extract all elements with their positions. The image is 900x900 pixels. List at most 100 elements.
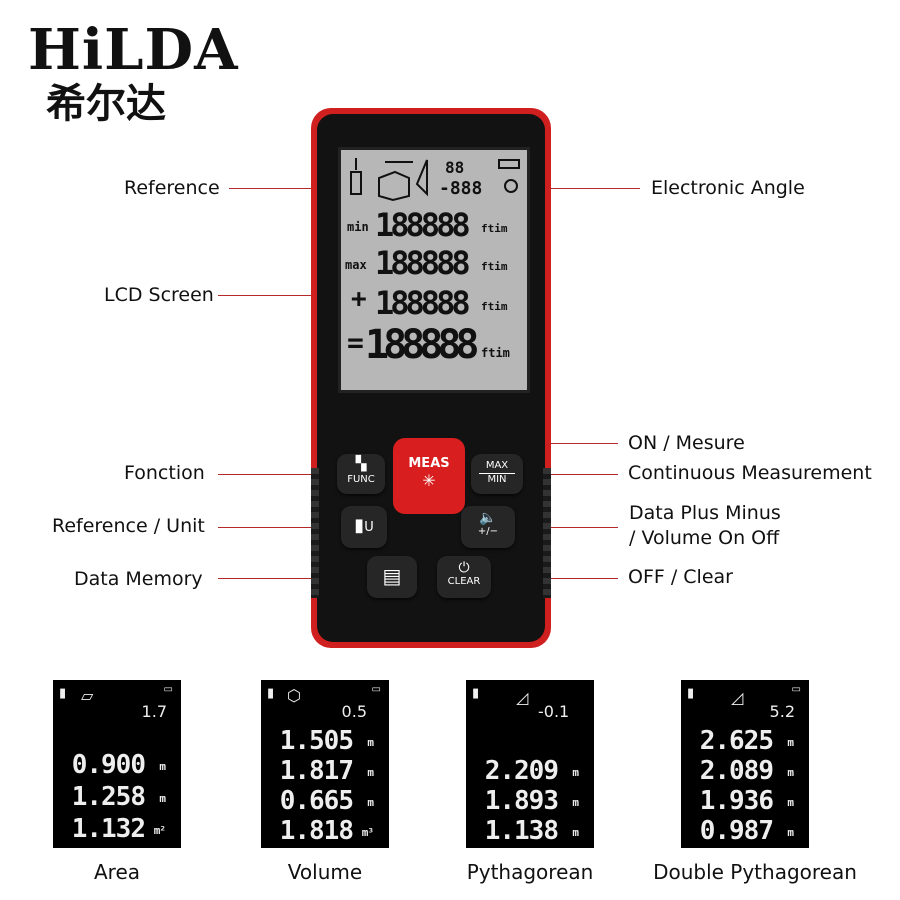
mode-value: 2.209 (484, 756, 559, 786)
lcd-row-label: = (347, 326, 364, 359)
lcd-row-unit: ftim (481, 346, 510, 360)
memory-icon: ▤ (382, 564, 402, 588)
lcd-small-digits: 88 (445, 158, 465, 177)
callout-off-clear: OFF / Clear (628, 566, 733, 588)
mode-value: 1.132 (71, 814, 146, 844)
mode-unit: m (787, 736, 794, 749)
mode-unit: m (787, 796, 794, 809)
battery-icon (498, 159, 520, 169)
bluetooth-icon (504, 179, 518, 193)
brand-name: HiLDA (28, 17, 239, 83)
brand-logo: HiLDA 希尔达 (28, 20, 239, 128)
leader-line (218, 527, 344, 528)
lcd-screen: 88 -888 min 188888 ftim max 188888 ftim … (338, 147, 530, 393)
meas-button[interactable]: MEAS ✳ (393, 438, 465, 514)
caption-area: Area (93, 860, 141, 884)
plus-minus-volume-button[interactable]: 🔈 +/− (461, 506, 515, 548)
caption-double-pythagorean: Double Pythagorean (653, 860, 857, 884)
battery-icon: ▭ (163, 684, 173, 695)
lcd-row-unit: ftim (481, 222, 508, 235)
power-icon: ⏻ (458, 560, 470, 576)
lcd-row-unit: ftim (481, 300, 508, 313)
volume-icon (378, 170, 410, 202)
clear-button[interactable]: ⏻ CLEAR (437, 556, 491, 598)
mode-value: 1.818 (279, 816, 354, 846)
lcd-row-unit: ftim (481, 260, 508, 273)
data-memory-button[interactable]: ▤ (367, 556, 417, 598)
area-icon: ▱ (81, 686, 94, 705)
lcd-status-icons (350, 158, 520, 202)
mode-value: 2.625 (699, 726, 774, 756)
mode-unit: m (787, 766, 794, 779)
leader-line (492, 578, 618, 579)
lcd-row-label: + (351, 284, 367, 314)
callout-reference-unit: Reference / Unit (52, 515, 205, 537)
mode-unit: m (159, 760, 166, 773)
mode-top-value: 5.2 (769, 702, 795, 721)
mode-value: 1.138 (484, 816, 559, 846)
mode-value: 0.665 (279, 786, 354, 816)
func-button[interactable]: ▚ FUNC (337, 454, 385, 494)
laser-distance-meter: 88 -888 min 188888 ftim max 188888 ftim … (311, 108, 551, 648)
meas-button-label: MEAS (408, 456, 450, 471)
reference-icon: ▮ (267, 686, 275, 701)
mode-unit: m (367, 736, 374, 749)
lcd-row-value: 188888 (365, 322, 479, 368)
callout-lcd-screen: LCD Screen (104, 284, 214, 306)
callout-on-mesure: ON / Mesure (628, 432, 745, 454)
leader-line (505, 188, 640, 189)
min-label: MIN (479, 473, 515, 485)
mode-unit: m (367, 796, 374, 809)
callout-data-memory: Data Memory (74, 568, 203, 590)
mode-value: 2.089 (699, 756, 774, 786)
mode-unit: m (787, 826, 794, 839)
leader-line (518, 527, 618, 528)
angle-triangle-icon: ◿ (516, 688, 529, 707)
reference-icon: ▮ (687, 686, 695, 701)
angle-triangle-icon (415, 159, 428, 197)
battery-icon: ▭ (371, 684, 381, 695)
mode-unit: m (367, 766, 374, 779)
mode-unit: m (572, 766, 579, 779)
leader-line (520, 474, 618, 475)
laser-icon: ✳ (422, 471, 436, 490)
plus-minus-label: +/− (477, 526, 499, 537)
leader-line (229, 188, 342, 189)
reference-unit-icon: ▮U (354, 515, 374, 536)
max-min-button[interactable]: MAX MIN (471, 454, 523, 494)
mode-value: 1.505 (279, 726, 354, 756)
lcd-angle-readout: -888 (439, 178, 483, 199)
lcd-row-value: 188888 (375, 244, 471, 282)
grid-icon: ▚ (355, 456, 367, 472)
callout-reference: Reference (124, 177, 220, 199)
reference-icon: ▮ (472, 686, 480, 701)
side-grip-left (311, 468, 319, 598)
leader-line (218, 295, 340, 296)
mode-value: 1.936 (699, 786, 774, 816)
clear-button-label: CLEAR (447, 576, 481, 587)
angle-triangle-icon: ◿ (731, 688, 744, 707)
caption-pythagorean: Pythagorean (466, 860, 594, 884)
mode-unit: m² (153, 824, 166, 837)
func-button-label: FUNC (347, 474, 375, 485)
mode-unit: m (572, 796, 579, 809)
mode-value: 0.987 (699, 816, 774, 846)
callout-continuous-measurement: Continuous Measurement (628, 462, 872, 484)
mode-value: 1.258 (71, 782, 146, 812)
mode-value: 1.817 (279, 756, 354, 786)
side-grip-right (543, 468, 551, 598)
volume-icon: ⬡ (287, 686, 301, 705)
callout-fonction: Fonction (124, 462, 205, 484)
lcd-row-value: 188888 (375, 284, 471, 322)
mode-value: 1.893 (484, 786, 559, 816)
max-label: MAX (485, 460, 509, 471)
lcd-row-value: 188888 (375, 206, 471, 244)
callout-electronic-angle: Electronic Angle (651, 177, 805, 199)
reference-unit-button[interactable]: ▮U (341, 506, 387, 548)
mode-top-value: 0.5 (341, 702, 367, 721)
mode-unit: m (572, 826, 579, 839)
